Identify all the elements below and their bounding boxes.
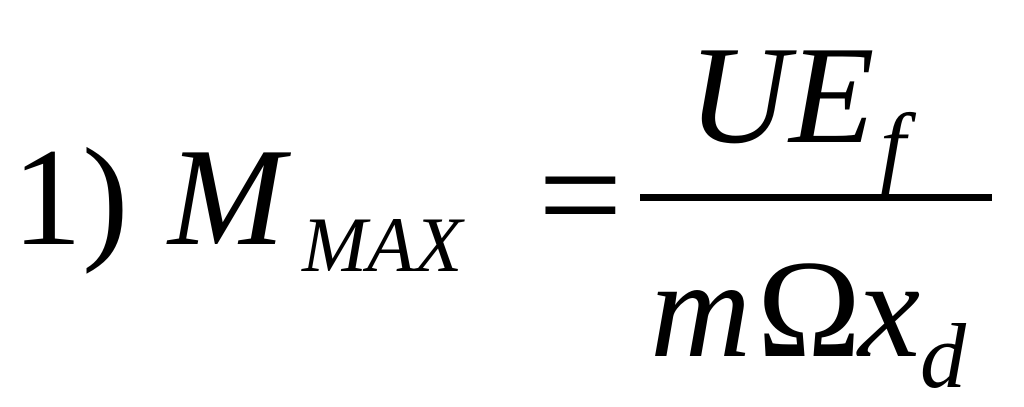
numerator-subscript: f: [880, 95, 906, 197]
equals-sign: =: [538, 112, 623, 278]
fraction-bar: [640, 194, 992, 201]
denominator-x: x: [858, 232, 921, 387]
denominator-subscript: d: [920, 305, 966, 407]
numerator-symbol: UE: [688, 18, 875, 173]
denominator-omega: Ω: [757, 232, 862, 387]
equation-number: 1): [12, 120, 129, 275]
denominator-m: m: [650, 232, 752, 387]
lhs-symbol: M: [168, 120, 285, 275]
lhs-subscript: MAX: [302, 201, 463, 288]
